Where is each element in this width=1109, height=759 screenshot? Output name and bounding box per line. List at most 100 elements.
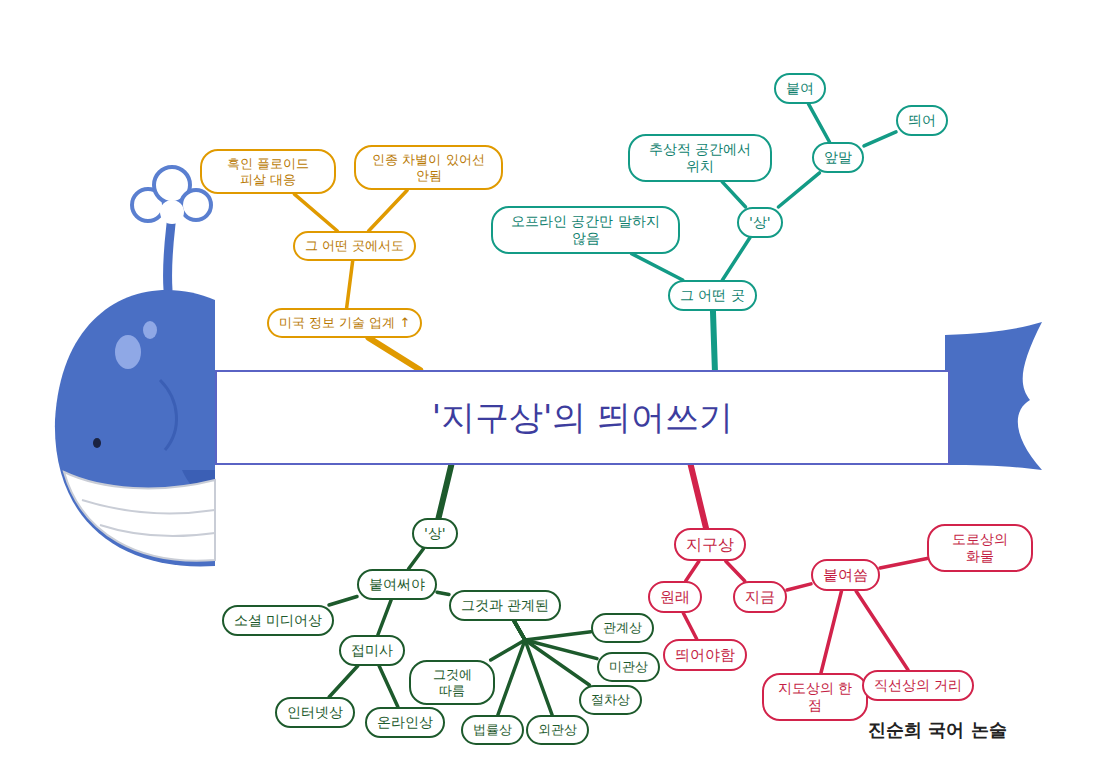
branch-line — [329, 597, 357, 605]
bubble-text: 그것과 관계된 — [461, 597, 549, 614]
branch-bubble: 미국 정보 기술 업계 ↑ — [267, 308, 422, 338]
whale-highlight — [143, 321, 157, 339]
bubble-text: 흑인 플로이드 피살 대응 — [212, 156, 324, 187]
branch-line — [514, 621, 552, 715]
branch-bubble: 미관상 — [597, 652, 660, 682]
bubble-text: 오프라인 공간만 말하지 않음 — [503, 213, 668, 247]
branch-line — [691, 465, 706, 528]
mask-line — [82, 500, 215, 513]
branch-bubble: 추상적 공간에서 위치 — [628, 134, 772, 182]
whale-highlight — [115, 335, 141, 369]
branch-bubble: '상' — [412, 518, 458, 549]
whale-tail — [945, 322, 1042, 470]
branch-line — [632, 254, 683, 280]
whale-cheek — [160, 380, 176, 450]
branch-bubble: 외관상 — [526, 715, 589, 745]
branch-line — [683, 613, 696, 639]
whale-eye — [93, 438, 101, 448]
branch-line — [787, 584, 811, 590]
bubble-text: 그 어떤 곳에서도 — [305, 238, 404, 254]
branch-line — [722, 182, 746, 207]
branch-bubble: 띄어야함 — [663, 639, 747, 671]
bubble-text: 도로상의 화물 — [939, 531, 1021, 565]
branch-bubble: 인터넷상 — [275, 697, 355, 728]
branch-line — [856, 591, 908, 670]
bubble-text: 소셜 미디어상 — [234, 612, 322, 629]
branch-bubble: 접미사 — [339, 635, 405, 666]
branch-bubble: 지도상의 한 점 — [762, 673, 868, 721]
author-watermark: 진순희 국어 논술 — [868, 718, 1007, 742]
bubble-text: 지구상 — [686, 535, 734, 554]
bubble-text: 띄어 — [908, 112, 936, 129]
branch-line — [368, 338, 420, 370]
bubble-text: 붙여 — [786, 80, 814, 97]
branch-bubble: 소셜 미디어상 — [222, 605, 334, 636]
branch-bubble: 앞말 — [812, 142, 864, 173]
diagram-title: '지구상'의 띄어쓰기 — [432, 397, 734, 438]
branch-bubble: 그 어떤 곳 — [668, 280, 757, 311]
branch-bubble: '상' — [737, 207, 783, 238]
branch-bubble: 절차상 — [579, 685, 642, 715]
branch-line — [379, 666, 398, 707]
branch-bubble: 지금 — [733, 581, 787, 613]
branch-bubble: 붙여 — [774, 73, 826, 104]
branch-line — [713, 311, 715, 370]
bubble-text: '상' — [424, 525, 446, 542]
bubble-text: '상' — [749, 214, 771, 231]
branch-line — [378, 600, 391, 635]
branch-bubble: 도로상의 화물 — [927, 524, 1033, 572]
branch-bubble: 붙여씀 — [811, 559, 880, 591]
branch-bubble: 띄어 — [896, 105, 948, 136]
bubble-text: 붙여씀 — [823, 566, 868, 584]
bubble-text: 앞말 — [824, 149, 852, 166]
branch-line — [498, 621, 525, 715]
bubble-text: 미국 정보 기술 업계 ↑ — [279, 315, 410, 331]
bubble-text: 그것에 따름 — [421, 667, 483, 698]
branch-line — [808, 104, 829, 142]
mask-line — [100, 525, 215, 536]
branch-bubble: 붙여써야 — [357, 569, 437, 600]
branch-line — [726, 561, 745, 581]
whale-spout — [132, 167, 211, 290]
bubble-text: 추상적 공간에서 위치 — [640, 141, 760, 175]
bubble-text: 관계상 — [603, 620, 642, 636]
branch-bubble: 그것과 관계된 — [449, 590, 561, 621]
branch-bubble: 그것에 따름 — [409, 660, 495, 705]
spine-band: '지구상'의 띄어쓰기 — [215, 370, 950, 465]
branch-bubble: 흑인 플로이드 피살 대응 — [200, 149, 336, 194]
whale-body — [55, 290, 215, 566]
branch-bubble: 원래 — [648, 581, 702, 613]
bubble-text: 절차상 — [591, 692, 630, 708]
branch-line — [437, 592, 449, 594]
branch-line — [880, 559, 927, 569]
branch-line — [369, 190, 408, 231]
branch-line — [821, 591, 842, 673]
branch-line — [514, 621, 591, 640]
bubble-text: 인터넷상 — [287, 704, 343, 721]
bubble-text: 인종 차별이 있어선 안됨 — [366, 152, 491, 183]
branch-bubble: 지구상 — [674, 528, 746, 561]
bubble-text: 지금 — [745, 588, 775, 606]
bubble-text: 띄어야함 — [675, 646, 735, 664]
branch-bubble: 관계상 — [591, 613, 654, 643]
branch-bubble: 인종 차별이 있어선 안됨 — [354, 145, 503, 190]
branch-line — [722, 238, 749, 280]
branch-line — [686, 561, 699, 581]
branch-line — [778, 173, 819, 207]
bubble-text: 접미사 — [351, 642, 393, 659]
bubble-text: 원래 — [660, 588, 690, 606]
branch-bubble: 그 어떤 곳에서도 — [293, 231, 416, 261]
bubble-text: 그 어떤 곳 — [680, 287, 745, 304]
bubble-text: 지도상의 한 점 — [774, 680, 856, 714]
branch-line — [329, 666, 358, 697]
branch-line — [294, 194, 337, 231]
branch-bubble: 직선상의 거리 — [862, 670, 974, 701]
bubble-text: 직선상의 거리 — [874, 677, 962, 694]
branch-line — [439, 465, 452, 518]
branch-line — [864, 132, 896, 146]
branch-bubble: 온라인상 — [365, 707, 445, 738]
bubble-text: 법률상 — [473, 722, 512, 738]
branch-line — [347, 261, 353, 308]
whale-mask — [64, 472, 215, 561]
branch-bubble: 법률상 — [461, 715, 524, 745]
